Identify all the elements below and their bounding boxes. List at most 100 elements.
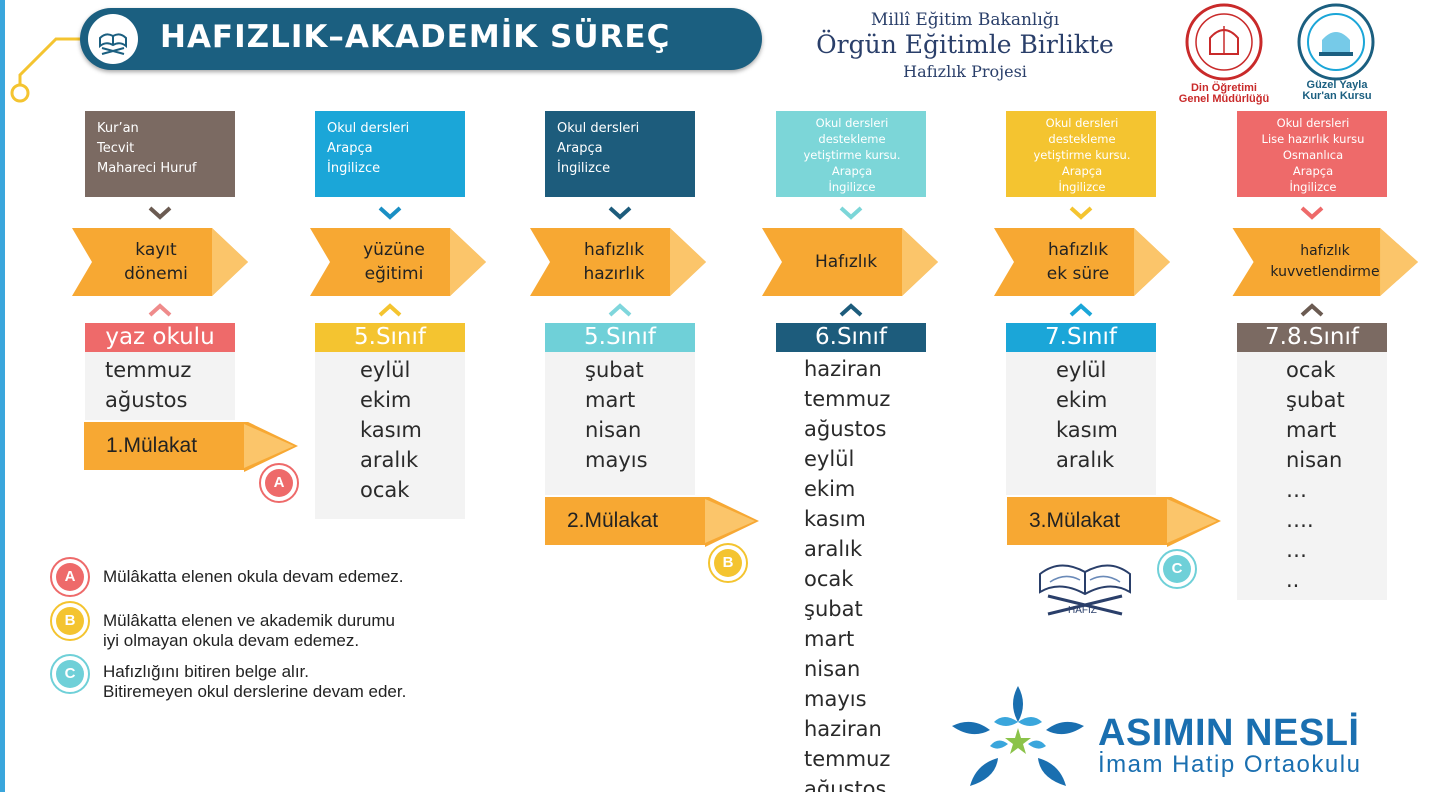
ministry-seal <box>1180 2 1268 82</box>
ministry-name: Millî Eğitim Bakanlığı <box>870 10 1060 30</box>
month-item: ocak <box>360 478 410 502</box>
project-heading: Örgün Eğitimle Birlikte <box>816 30 1114 59</box>
month-item: … <box>1286 478 1307 502</box>
brand-name: ASIMIN NESLİ <box>1098 712 1360 754</box>
kuran-kursu-caption: Güzel Yayla Kur'an Kursu <box>1302 79 1372 102</box>
interview-arrow: 3.Mülakat <box>1007 497 1221 547</box>
badge-b-icon: B <box>50 601 90 641</box>
period-panel: 7.8.Sınıf ocak şubat mart nisan … …. ….. <box>1237 323 1387 600</box>
panel-title: 5.Sınıf <box>315 323 465 352</box>
curriculum-box: Kur’an Tecvit Mahareci Huruf <box>85 111 235 197</box>
month-item: şubat <box>1286 388 1345 412</box>
month-item: şubat <box>585 358 644 382</box>
stage-arrow: hafızlık ek süre <box>984 228 1170 296</box>
month-item: ekim <box>804 477 856 501</box>
chevron-up-icon <box>839 303 863 317</box>
month-item: ekim <box>1056 388 1108 412</box>
month-list: eylül ekim kasım aralık ocak <box>315 355 465 505</box>
month-item: haziran <box>804 357 882 381</box>
month-item: .. <box>1286 568 1300 592</box>
month-item: mayıs <box>804 687 867 711</box>
ministry-seal-caption: Din Öğretimi Genel Müdürlüğü <box>1178 82 1270 105</box>
month-item: temmuz <box>804 747 891 771</box>
title-banner: HAFIZLIK–AKADEMİK SÜREÇ <box>80 8 762 70</box>
badge-a-icon: A <box>50 557 90 597</box>
month-item: … <box>1286 538 1307 562</box>
left-edge-bar <box>0 0 5 792</box>
stage-arrow: kayıt dönemi <box>62 228 248 296</box>
period-panel: 5.Sınıf eylül ekim kasım aralık ocak <box>315 323 465 519</box>
month-item: aralık <box>360 448 419 472</box>
hafiz-book-icon <box>1039 564 1131 616</box>
curriculum-box: Okul dersleri destekleme yetiştirme kurs… <box>1006 111 1156 197</box>
chevron-down-icon <box>1300 206 1324 220</box>
project-subheading: Hafızlık Projesi <box>903 62 1027 81</box>
month-item: eylül <box>1056 358 1107 382</box>
month-item: ağustos <box>804 417 887 441</box>
stage-arrow: yüzüne eğitimi <box>300 228 486 296</box>
month-item: nisan <box>1286 448 1343 472</box>
month-item: ocak <box>804 567 854 591</box>
month-item: eylül <box>804 447 855 471</box>
kuran-kursu-seal <box>1292 2 1380 82</box>
page-title: HAFIZLIK–AKADEMİK SÜREÇ <box>160 19 671 55</box>
stage-arrow: hafızlık hazırlık <box>520 228 706 296</box>
month-item: kasım <box>1056 418 1118 442</box>
chevron-down-icon <box>839 206 863 220</box>
month-item: temmuz <box>804 387 891 411</box>
month-item: ağustos <box>105 388 188 412</box>
interview-arrow: 2.Mülakat <box>545 497 759 547</box>
month-item: kasım <box>804 507 866 531</box>
month-item: mayıs <box>585 448 648 472</box>
stage-arrow: hafızlık kuvvetlendirme <box>1222 228 1418 296</box>
month-item: aralık <box>1056 448 1115 472</box>
stage-arrow: Hafızlık <box>752 228 938 296</box>
month-item: …. <box>1286 508 1314 532</box>
curriculum-box: Okul dersleri Lise hazırlık kursu Osmanl… <box>1237 111 1387 197</box>
chevron-down-icon <box>608 206 632 220</box>
month-list: eylül ekim kasım aralık <box>1006 355 1156 475</box>
hook-decoration <box>10 37 92 103</box>
brand-logo-icon <box>952 686 1084 786</box>
hafiz-label: HAFIZ <box>1068 605 1097 616</box>
badge-c-icon: C <box>50 654 90 694</box>
month-item: ocak <box>1286 358 1336 382</box>
chevron-up-icon <box>378 303 402 317</box>
interview-arrow: 1.Mülakat <box>84 422 298 472</box>
chevron-up-icon <box>1300 303 1324 317</box>
month-item: ekim <box>360 388 412 412</box>
badge-a-icon: A <box>259 463 299 503</box>
month-item: kasım <box>360 418 422 442</box>
brand-subtitle: İmam Hatip Ortaokulu <box>1098 751 1362 778</box>
month-item: temmuz <box>105 358 192 382</box>
chevron-down-icon <box>148 206 172 220</box>
month-item: nisan <box>804 657 861 681</box>
curriculum-box: Okul dersleri Arapça İngilizce <box>545 111 695 197</box>
period-panel: 7.Sınıf eylül ekim kasım aralık <box>1006 323 1156 495</box>
panel-title: 7.Sınıf <box>1006 323 1156 352</box>
quran-icon <box>88 14 138 64</box>
month-item: eylül <box>360 358 411 382</box>
month-item: mart <box>804 627 855 651</box>
month-item: ağustos <box>804 777 887 792</box>
chevron-down-icon <box>1069 206 1093 220</box>
curriculum-box: Okul dersleri destekleme yetiştirme kurs… <box>776 111 926 197</box>
month-item: haziran <box>804 717 882 741</box>
chevron-up-icon <box>148 303 172 317</box>
month-list: ocak şubat mart nisan … …. ….. <box>1237 355 1387 595</box>
chevron-up-icon <box>1069 303 1093 317</box>
panel-title: 7.8.Sınıf <box>1237 323 1387 352</box>
chevron-down-icon <box>378 206 402 220</box>
month-item: şubat <box>804 597 863 621</box>
badge-c-icon: C <box>1157 549 1197 589</box>
badge-b-icon: B <box>708 543 748 583</box>
month-list: temmuz ağustos <box>85 355 235 415</box>
month-item: mart <box>1286 418 1337 442</box>
period-panel: 6.Sınıf haziran temmuz ağustos eylül ekim kas… <box>776 323 926 792</box>
panel-title: 6.Sınıf <box>776 323 926 352</box>
curriculum-box: Okul dersleri Arapça İngilizce <box>315 111 465 197</box>
